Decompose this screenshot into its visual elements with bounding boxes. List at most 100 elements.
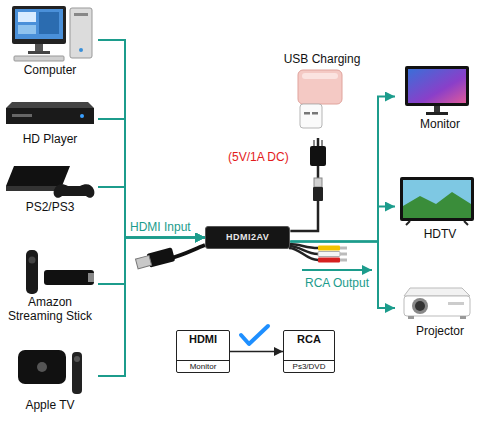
hdtv-icon — [400, 177, 474, 225]
connector — [290, 207, 395, 242]
usb-charger-icon — [302, 73, 338, 79]
usb-plug — [314, 178, 322, 187]
icon-area — [2, 3, 98, 63]
hdmi-plug — [170, 245, 205, 258]
hd-player-icon — [6, 102, 94, 108]
rca-plugs — [340, 259, 347, 262]
projector-icon — [408, 316, 414, 319]
ps3-icon — [6, 166, 94, 198]
display-device: HDTV — [395, 172, 485, 241]
monitor-icon — [426, 112, 448, 115]
rca-plugs — [340, 253, 347, 256]
apple-tv-icon — [18, 350, 66, 384]
node-title: HDTV — [395, 227, 485, 241]
streaming-stick-icon — [44, 270, 94, 285]
projector-icon — [412, 298, 428, 314]
hdtv-icon — [464, 221, 468, 225]
power-adapter — [310, 140, 326, 166]
projector-icon — [404, 288, 470, 319]
computer-icon — [79, 48, 83, 52]
node-title: Monitor — [395, 117, 485, 131]
icon-area — [395, 278, 485, 324]
usb-charger-icon — [298, 70, 342, 104]
node-title: USB Charging — [280, 52, 364, 66]
node-title: PS2/PS3 — [2, 200, 98, 214]
computer-icon — [14, 56, 64, 61]
display-device: Monitor — [395, 62, 485, 131]
connector — [290, 97, 395, 242]
source-device: HD Player — [2, 92, 98, 146]
rca-plugs — [289, 244, 347, 263]
rca-plugs — [318, 252, 340, 257]
computer-icon — [12, 6, 92, 61]
apple-tv-icon — [72, 352, 82, 394]
node-title: Computer — [2, 63, 98, 77]
node-title: HDMI — [177, 331, 229, 346]
usb-charger-icon — [304, 112, 310, 115]
icon-area — [2, 160, 98, 200]
icon-area — [2, 92, 98, 132]
signal-label: RCA Output — [305, 276, 369, 290]
connector — [98, 238, 205, 285]
power-adapter — [313, 140, 315, 146]
computer-icon — [74, 13, 88, 16]
hd-player-icon — [6, 102, 94, 124]
signal-label: HDMI Input — [130, 220, 191, 234]
hdmi-plug — [135, 245, 205, 271]
projector-icon — [404, 288, 470, 296]
node-title: RCA — [284, 331, 334, 346]
rca-output-arrow — [302, 269, 372, 271]
rca-output-arrow — [302, 270, 372, 271]
apple-tv-icon — [18, 350, 82, 394]
usb-plug — [313, 178, 323, 201]
streaming-stick-icon — [29, 257, 36, 264]
node-title: HDMI2AV — [226, 232, 269, 243]
node-title: Apple TV — [2, 398, 98, 412]
projector-icon — [460, 316, 466, 319]
projector-icon — [404, 296, 470, 316]
node-title: Projector — [395, 324, 485, 338]
display-device: Projector — [395, 278, 485, 338]
streaming-stick-icon — [26, 250, 94, 294]
computer-icon — [12, 6, 66, 44]
power-adapter — [321, 140, 323, 146]
streaming-stick-icon — [26, 250, 38, 294]
apple-tv-icon — [74, 356, 80, 362]
icon-area — [280, 66, 364, 138]
rca-plugs — [289, 248, 318, 260]
computer-icon — [18, 12, 36, 22]
computer-icon — [15, 9, 63, 39]
icon-area — [2, 340, 98, 398]
hdtv-icon — [403, 180, 471, 218]
ps3-icon — [6, 166, 70, 186]
connector — [230, 351, 283, 353]
rca-plugs — [318, 246, 340, 251]
source-device: Apple TV — [2, 340, 98, 412]
icon-area — [177, 346, 229, 360]
node-title: HD Player — [2, 132, 98, 146]
node-title: Amazon Streaming Stick — [2, 295, 98, 323]
computer-icon — [18, 25, 36, 34]
monitor-icon — [405, 66, 469, 106]
hdtv-icon — [406, 221, 410, 225]
rca-plugs — [318, 258, 340, 263]
check-mark — [241, 326, 268, 344]
connector — [98, 40, 205, 238]
computer-icon — [39, 12, 59, 34]
port-box: RCA Ps3/DVD — [283, 330, 335, 373]
node-subtitle: Monitor — [177, 360, 229, 372]
usb-charger-icon — [312, 112, 318, 115]
source-device: PS2/PS3 — [2, 160, 98, 214]
hd-player-icon — [6, 108, 94, 124]
projector-icon — [448, 302, 464, 305]
rca-plugs — [340, 247, 347, 250]
converter-box: HDMI2AV — [205, 226, 290, 249]
icon-area — [395, 172, 485, 227]
node-subtitle: Ps3/DVD — [284, 360, 334, 372]
ps3-icon — [54, 184, 95, 197]
source-device: Amazon Streaming Stick — [2, 245, 98, 323]
power-source: USB Charging — [280, 52, 364, 138]
usb-charger-icon — [298, 70, 342, 128]
hdtv-icon — [403, 192, 471, 218]
